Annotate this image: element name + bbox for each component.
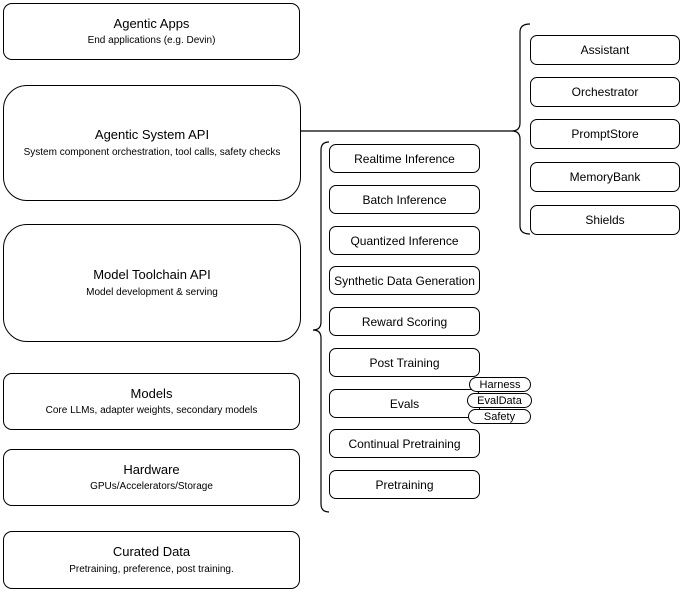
node-subtitle: Model development & serving bbox=[86, 286, 218, 298]
system-component-memorybank: MemoryBank bbox=[530, 162, 680, 192]
toolchain-item-evals: Evals bbox=[329, 389, 480, 418]
system-component-orchestrator: Orchestrator bbox=[530, 77, 680, 107]
node-title: Hardware bbox=[123, 461, 180, 477]
node-subtitle: Pretraining, preference, post training. bbox=[69, 563, 234, 575]
node-title: Curated Data bbox=[112, 544, 191, 560]
system-brace bbox=[511, 23, 531, 235]
evals-tag-harness: Harness bbox=[469, 377, 531, 392]
toolchain-item-reward-scoring: Reward Scoring bbox=[329, 307, 480, 336]
toolchain-item-pretraining: Pretraining bbox=[329, 470, 480, 499]
node-subtitle: End applications (e.g. Devin) bbox=[87, 35, 216, 47]
system-component-shields: Shields bbox=[530, 205, 680, 235]
toolchain-item-continual-pretraining: Continual Pretraining bbox=[329, 429, 480, 458]
toolchain-item-quantized-inference: Quantized Inference bbox=[329, 226, 480, 255]
system-component-assistant: Assistant bbox=[530, 35, 680, 65]
toolchain-item-post-training: Post Training bbox=[329, 348, 480, 377]
node-hardware: Hardware GPUs/Accelerators/Storage bbox=[3, 449, 300, 506]
node-title: Model Toolchain API bbox=[93, 267, 211, 283]
toolchain-item-batch-inference: Batch Inference bbox=[329, 185, 480, 214]
toolchain-item-synthetic-data-generation: Synthetic Data Generation bbox=[329, 266, 480, 295]
toolchain-brace bbox=[312, 141, 330, 513]
node-subtitle: GPUs/Accelerators/Storage bbox=[90, 481, 213, 493]
node-agentic-system-api: Agentic System API System component orch… bbox=[3, 85, 301, 201]
node-subtitle: System component orchestration, tool cal… bbox=[23, 146, 281, 158]
toolchain-item-realtime-inference: Realtime Inference bbox=[329, 144, 480, 173]
system-component-promptstore: PromptStore bbox=[530, 119, 680, 149]
node-curated-data: Curated Data Pretraining, preference, po… bbox=[3, 531, 300, 589]
node-models: Models Core LLMs, adapter weights, secon… bbox=[3, 373, 300, 430]
node-subtitle: Core LLMs, adapter weights, secondary mo… bbox=[45, 405, 258, 417]
evals-tag-evaldata: EvalData bbox=[467, 393, 532, 408]
node-title: Agentic Apps bbox=[113, 15, 190, 31]
evals-tag-safety: Safety bbox=[468, 409, 531, 424]
node-agentic-apps: Agentic Apps End applications (e.g. Devi… bbox=[3, 3, 300, 60]
node-model-toolchain-api: Model Toolchain API Model development & … bbox=[3, 224, 301, 342]
node-title: Agentic System API bbox=[94, 127, 210, 143]
node-title: Models bbox=[130, 385, 173, 401]
